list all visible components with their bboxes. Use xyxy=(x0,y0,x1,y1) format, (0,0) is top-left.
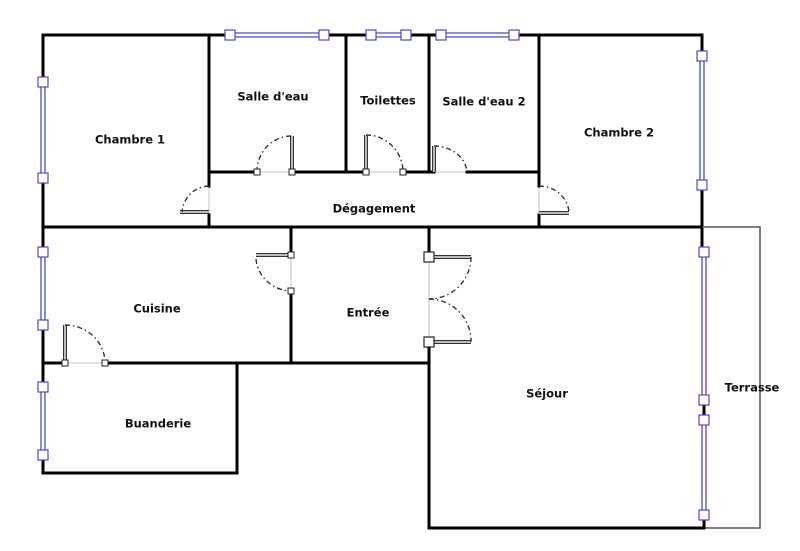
window xyxy=(224,29,330,41)
terrace-outline xyxy=(704,226,761,529)
window-handle-icon xyxy=(37,449,49,461)
room-label-terrasse: Terrasse xyxy=(725,381,780,395)
doors xyxy=(61,134,570,367)
window-handle-icon xyxy=(698,509,710,521)
door-swing-arc xyxy=(428,256,472,300)
door-swing-arc xyxy=(538,185,570,214)
room-label-entree: Entrée xyxy=(347,306,390,320)
windows xyxy=(37,29,710,521)
door-hinge-icon xyxy=(288,168,296,176)
door-chambre-2 xyxy=(538,185,570,215)
window xyxy=(435,29,520,41)
door-salle-d-eau-2 xyxy=(432,145,468,173)
window-handle-icon xyxy=(435,29,447,41)
door-hinge-icon xyxy=(101,359,109,367)
door-hinge-icon xyxy=(362,168,370,176)
window-handle-icon xyxy=(318,29,330,41)
door-hinge-icon xyxy=(61,359,69,367)
room-label-degagement: Dégagement xyxy=(333,202,416,216)
room-label-chambre-1: Chambre 1 xyxy=(95,133,165,147)
door-cuisine xyxy=(255,251,295,295)
room-label-salle-d-eau-2: Salle d'eau 2 xyxy=(442,95,525,109)
door-salle-d-eau xyxy=(253,135,296,176)
window-handle-icon xyxy=(698,414,710,426)
window-handle-icon xyxy=(698,246,710,258)
door-swing-arc xyxy=(428,298,472,343)
window-handle-icon xyxy=(37,319,49,331)
window xyxy=(37,76,49,184)
door-chambre-1 xyxy=(180,185,210,214)
window xyxy=(698,414,710,521)
door-openings xyxy=(65,171,540,364)
window-handle-icon xyxy=(508,29,520,41)
window-handle-icon xyxy=(696,179,708,191)
window-handle-icon xyxy=(224,29,236,41)
window-handle-icon xyxy=(696,50,708,62)
door-sejour-bottom xyxy=(423,298,472,348)
window-handle-icon xyxy=(37,172,49,184)
terrace-boundary xyxy=(704,226,761,529)
room-label-salle-d-eau: Salle d'eau xyxy=(237,90,308,104)
room-labels: Chambre 1 Salle d'eau Toilettes Salle d'eau… xyxy=(95,90,780,431)
door-hinge-icon xyxy=(423,336,435,348)
door-sejour-top xyxy=(423,251,472,300)
door-swing-arc xyxy=(255,258,292,292)
window-handle-icon xyxy=(37,381,49,393)
door-swing-arc xyxy=(181,185,210,213)
window-handle-icon xyxy=(37,246,49,258)
door-toilettes xyxy=(362,134,407,176)
door-hinge-icon xyxy=(253,168,261,176)
window-handle-icon xyxy=(400,29,412,41)
door-buanderie xyxy=(61,324,109,367)
walls xyxy=(41,33,706,530)
window xyxy=(696,50,708,191)
room-label-buanderie: Buanderie xyxy=(125,417,192,431)
room-label-toilettes: Toilettes xyxy=(360,94,416,108)
door-swing-arc xyxy=(256,135,293,173)
window-handle-icon xyxy=(365,29,377,41)
room-label-cuisine: Cuisine xyxy=(133,302,181,316)
window-handle-icon xyxy=(37,76,49,88)
window xyxy=(698,246,710,406)
door-hinge-icon xyxy=(287,287,295,295)
window-handle-icon xyxy=(698,394,710,406)
door-hinge-icon xyxy=(423,251,435,263)
door-swing-arc xyxy=(64,324,106,364)
window xyxy=(365,29,412,41)
room-label-sejour: Séjour xyxy=(526,387,568,401)
window xyxy=(37,381,49,461)
room-label-chambre-2: Chambre 2 xyxy=(584,126,654,140)
door-swing-arc xyxy=(365,134,404,173)
door-hinge-icon xyxy=(399,168,407,176)
window xyxy=(37,246,49,331)
door-hinge-icon xyxy=(287,251,295,259)
door-swing-arc xyxy=(433,145,468,173)
